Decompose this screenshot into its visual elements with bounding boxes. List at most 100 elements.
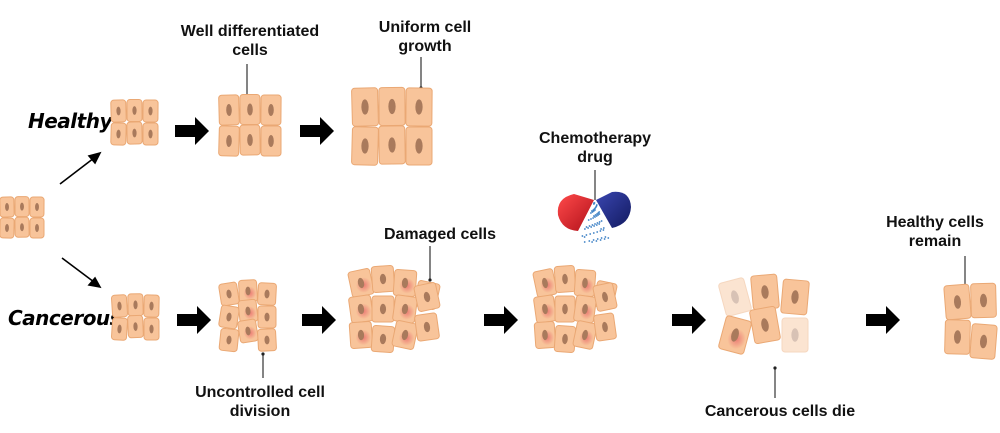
nucleus — [542, 303, 548, 315]
cell — [142, 99, 159, 123]
process-arrow-icon — [177, 306, 211, 334]
nucleus — [602, 291, 608, 303]
cell — [781, 317, 809, 353]
nucleus — [379, 303, 387, 315]
healthy-stage-2 — [218, 93, 282, 157]
cell — [143, 294, 160, 318]
cell — [750, 273, 780, 311]
nucleus — [226, 312, 232, 322]
cell — [143, 317, 160, 341]
cell — [351, 126, 379, 166]
label-line: cells — [232, 42, 268, 59]
nucleus — [35, 203, 39, 211]
nucleus — [149, 324, 154, 334]
cell — [378, 125, 406, 165]
label-line: Damaged cells — [383, 226, 497, 243]
cell — [533, 294, 557, 324]
label-line: drug — [577, 149, 613, 166]
nucleus — [116, 129, 121, 139]
cell — [532, 268, 558, 298]
cell — [0, 196, 15, 218]
cell — [970, 282, 997, 319]
nucleus — [401, 329, 409, 341]
process-arrow-icon — [866, 306, 900, 334]
label-chemotherapy-drug: Chemotherapy drug — [525, 129, 665, 167]
nucleus — [20, 223, 24, 232]
nucleus — [401, 277, 409, 289]
cell — [405, 87, 433, 127]
nucleus — [953, 330, 962, 344]
label-well-differentiated: Well differentiated cells — [160, 22, 340, 60]
capsule-red-half — [557, 194, 594, 231]
nucleus — [379, 333, 387, 345]
nucleus — [582, 329, 588, 341]
nucleus — [761, 318, 769, 332]
cell — [0, 217, 15, 239]
nucleus — [226, 335, 232, 345]
nucleus — [542, 277, 548, 289]
cell — [14, 216, 30, 238]
nucleus — [791, 328, 799, 342]
process-arrow-icon — [175, 117, 209, 145]
cell — [29, 217, 45, 239]
nucleus — [268, 135, 274, 147]
nucleus — [791, 290, 799, 304]
cell — [110, 122, 127, 146]
label-line: growth — [398, 38, 452, 55]
nucleus — [35, 224, 39, 232]
label-line: Healthy cells — [886, 214, 984, 231]
cell — [392, 268, 418, 298]
nucleus — [264, 289, 270, 299]
cell — [257, 305, 277, 329]
nucleus — [979, 334, 988, 349]
nucleus — [226, 104, 232, 116]
cell — [239, 124, 261, 156]
cell — [218, 281, 240, 307]
nucleus — [423, 291, 431, 303]
nucleus — [5, 224, 9, 232]
nucleus — [357, 277, 365, 289]
nucleus — [953, 295, 962, 309]
cell — [370, 264, 396, 294]
nucleus — [132, 128, 137, 138]
nucleus — [562, 303, 568, 315]
nucleus — [133, 322, 138, 331]
nucleus — [149, 301, 154, 311]
cell — [257, 282, 277, 306]
cell — [749, 305, 781, 345]
process-arrows — [175, 117, 900, 334]
label-healthy-remain: Healthy cells remain — [870, 213, 1000, 251]
label-line: Well differentiated — [180, 23, 320, 40]
cell — [414, 312, 440, 342]
cell — [378, 86, 406, 127]
nucleus — [132, 106, 137, 115]
label-damaged-cells: Damaged cells — [355, 225, 525, 244]
cell — [573, 269, 597, 297]
nucleus — [245, 286, 251, 296]
label-cancerous-die: Cancerous cells die — [680, 402, 880, 421]
cell — [347, 268, 375, 298]
cell — [218, 327, 240, 353]
cell — [110, 99, 127, 123]
cell — [718, 277, 752, 317]
cell — [718, 315, 752, 355]
cell — [218, 94, 240, 126]
nucleus — [148, 106, 153, 116]
nucleus — [731, 290, 739, 304]
cell — [142, 122, 159, 146]
cancerous-stage-1 — [111, 293, 160, 341]
label-uncontrolled-division: Uncontrolled cell division — [170, 383, 350, 421]
label-uniform-growth: Uniform cell growth — [355, 18, 495, 56]
nucleus — [117, 324, 122, 334]
cancerous-treated — [532, 265, 618, 353]
nucleus — [731, 328, 739, 342]
cell — [944, 319, 971, 355]
nucleus — [582, 303, 588, 315]
nucleus — [415, 99, 423, 115]
row-label-cancerous: Cancerous — [8, 306, 122, 330]
cell — [218, 304, 240, 330]
nucleus — [979, 293, 988, 308]
nucleus — [388, 137, 396, 153]
label-line: Uncontrolled cell — [195, 384, 325, 401]
